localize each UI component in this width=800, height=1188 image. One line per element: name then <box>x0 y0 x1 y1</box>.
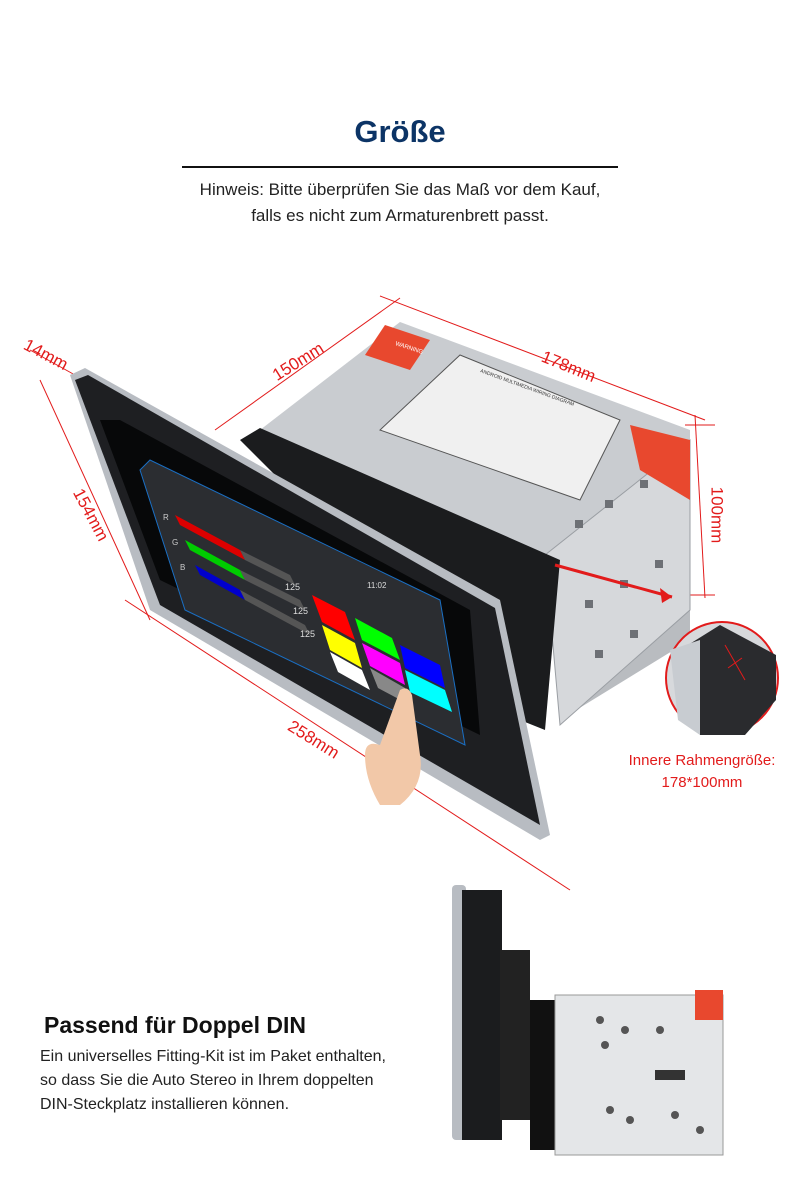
inner-frame-label: Innere Rahmengröße: <box>628 752 776 769</box>
side-warning-label <box>630 425 690 500</box>
inner-frame-value: 178*100mm <box>661 774 743 791</box>
screen-panel <box>139 459 466 746</box>
slider-b-value: 125 <box>300 629 315 639</box>
side-view-illustration <box>452 885 724 1156</box>
warning-label <box>365 325 430 370</box>
din-text-line-2: so dass Sie die Auto Stereo in Ihrem dop… <box>40 1072 374 1089</box>
zoom-detail-circle <box>665 621 779 735</box>
title-divider <box>182 166 618 168</box>
slider-b-label: B <box>180 563 185 572</box>
slider-g-value: 125 <box>293 606 308 616</box>
note-line-2: falls es nicht zum Armaturenbrett passt. <box>251 206 549 225</box>
color-sliders <box>175 515 310 635</box>
slider-g-label: G <box>172 538 178 547</box>
status-time: 11:02 <box>367 581 387 590</box>
finger-image <box>365 688 421 805</box>
din-text-line-1: Ein universelles Fitting-Kit ist im Pake… <box>40 1048 386 1065</box>
note-line-1: Hinweis: Bitte überprüfen Sie das Maß vo… <box>199 180 601 199</box>
slider-r-label: R <box>163 513 169 522</box>
din-text-line-3: DIN-Steckplatz installieren können. <box>40 1096 290 1113</box>
dimension-chassis-height: 100mm <box>707 486 727 544</box>
slider-r-value: 125 <box>285 582 300 592</box>
din-title: Passend für Doppel DIN <box>44 1012 306 1038</box>
wiring-diagram-label <box>379 354 621 501</box>
page-title: Größe <box>354 114 446 149</box>
zoom-arrow <box>554 563 673 599</box>
